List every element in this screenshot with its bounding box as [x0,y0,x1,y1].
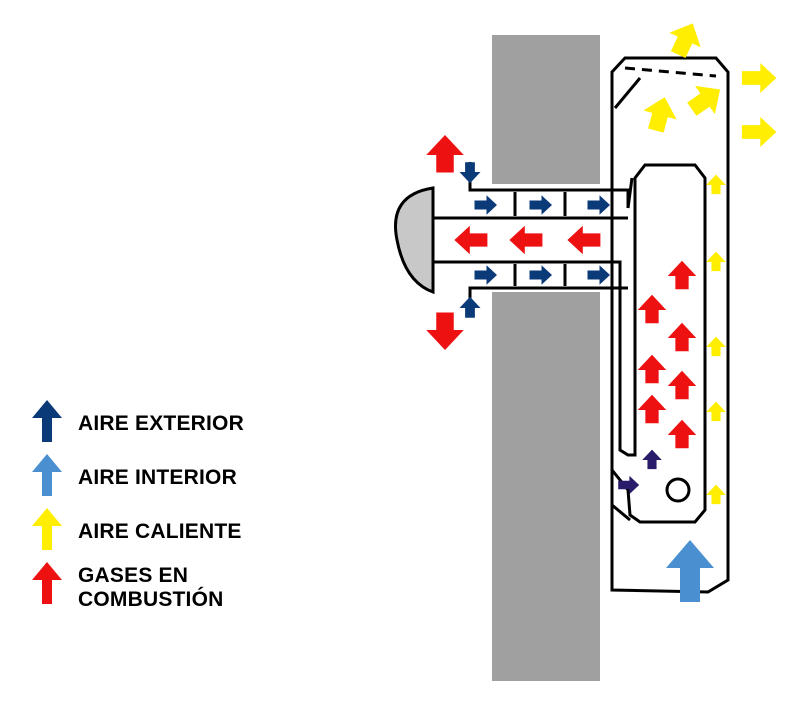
aire-interior-arrow [666,540,714,602]
wall [492,35,600,681]
exhaust-cap [394,186,435,295]
legend-label: AIRE INTERIOR [78,466,237,489]
legend-label: AIRE CALIENTE [78,520,242,543]
legend-label: GASES EN COMBUSTIÓN [78,564,224,611]
arrow-up-icon [32,562,62,604]
arrow-up-icon [32,400,62,442]
combustion-chamber [608,163,707,524]
arrow-up-icon [32,454,62,496]
burner-air-arrows [618,449,662,495]
legend-label: AIRE EXTERIOR [78,412,244,435]
arrow-up-icon [32,508,62,550]
heater-casing [610,56,730,594]
pilot-burner [665,477,691,503]
aire-caliente-arrows [639,16,777,505]
